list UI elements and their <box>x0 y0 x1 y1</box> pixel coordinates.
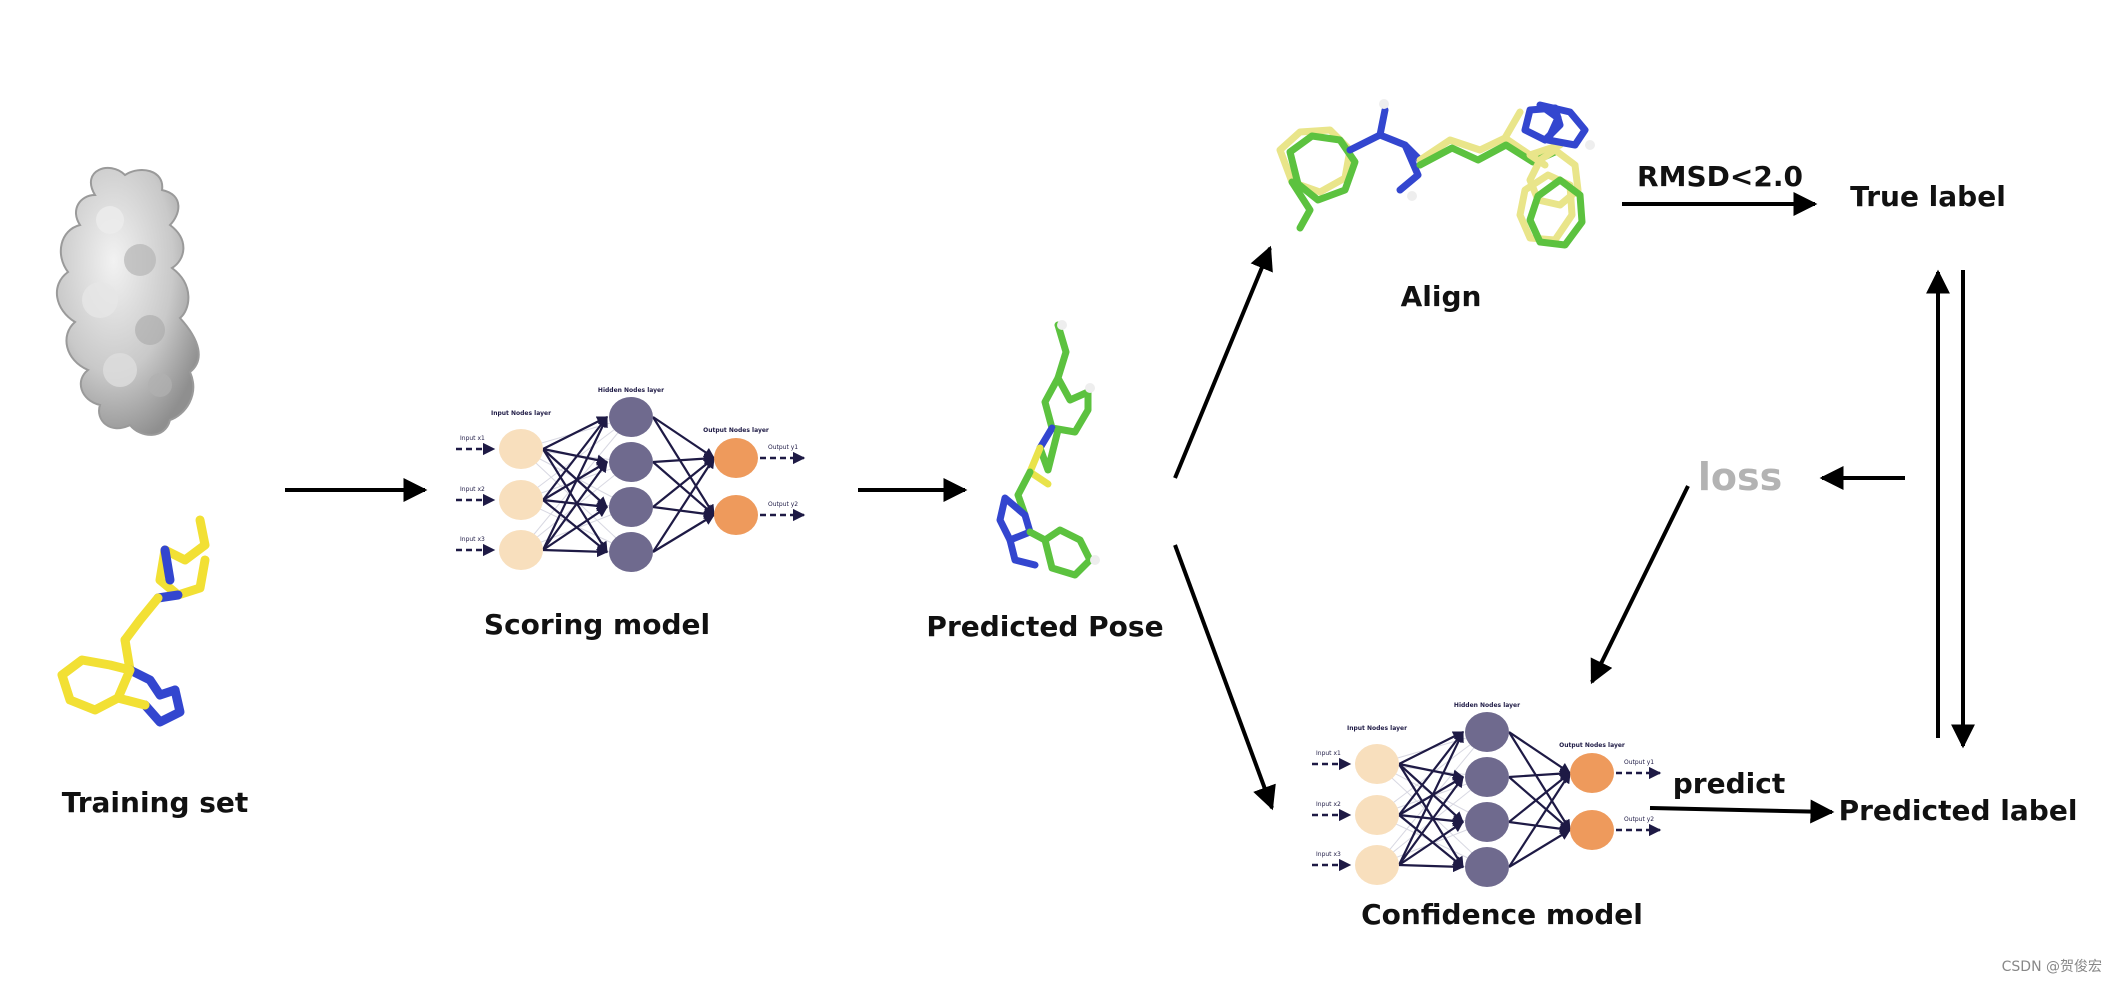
confidence-output-label: Output y1 <box>1624 759 1654 766</box>
confidence-edge <box>1398 731 1464 816</box>
scoring-edge <box>542 506 608 551</box>
confidence-output-node <box>1570 753 1614 793</box>
scoring-input-label: Input x2 <box>460 486 485 493</box>
confidence-layer-title: Hidden Nodes layer <box>1454 702 1520 709</box>
confidence-input-node <box>1355 845 1399 885</box>
confidence-edge <box>1398 731 1464 866</box>
scoring-input-node <box>499 480 543 520</box>
confidence-hidden-node <box>1465 712 1509 752</box>
scoring-input-node <box>499 429 543 469</box>
scoring-hidden-node <box>609 397 653 437</box>
training-ligand-image <box>57 515 210 727</box>
arrow-loss-to-confidence <box>1590 485 1690 685</box>
confidence-model-label: Confidence model <box>1361 898 1643 931</box>
confidence-edge <box>1398 861 1465 873</box>
arrow-pose-to-confidence <box>1173 544 1276 811</box>
arrow-pose-to-align <box>1173 245 1273 479</box>
scoring-output-node <box>714 438 758 478</box>
confidence-edge <box>1398 763 1464 868</box>
scoring-edge <box>542 416 608 501</box>
loss-label: loss <box>1698 455 1782 499</box>
confidence-edge <box>1398 731 1464 765</box>
confidence-edge <box>1508 772 1571 868</box>
confidence-layer-title: Input Nodes layer <box>1347 725 1407 732</box>
confidence-input-label: Input x2 <box>1316 801 1341 808</box>
scoring-input-label: Input x1 <box>460 435 485 442</box>
scoring-output-label: Output y1 <box>768 444 798 451</box>
confidence-model-network: Input x1 Input x2 Input x3 Output y1 Output … <box>1312 702 1662 887</box>
watermark: CSDN @贺俊宏 <box>2001 959 2102 975</box>
scoring-edge <box>652 457 715 508</box>
scoring-edge <box>542 448 608 553</box>
scoring-edge <box>652 461 715 516</box>
confidence-edge <box>1508 820 1572 835</box>
scoring-hidden-node <box>609 532 653 572</box>
scoring-edge <box>542 448 608 508</box>
scoring-edge <box>542 498 609 512</box>
confidence-edge <box>1398 814 1464 868</box>
confidence-input-node <box>1355 795 1399 835</box>
scoring-input-label: Input x3 <box>460 536 485 543</box>
confidence-edge <box>1398 813 1465 827</box>
predict-label: predict <box>1673 767 1785 800</box>
scoring-edge <box>542 447 609 466</box>
confidence-hidden-node <box>1465 847 1509 887</box>
predicted-pose-label: Predicted Pose <box>926 610 1163 643</box>
scoring-edge <box>542 499 608 553</box>
scoring-hidden-node <box>609 487 653 527</box>
confidence-layer-title: Output Nodes layer <box>1559 742 1625 749</box>
scoring-edge <box>652 457 715 553</box>
confidence-output-node <box>1570 810 1614 850</box>
scoring-model-label: Scoring model <box>484 608 710 641</box>
scoring-edge <box>652 514 715 553</box>
scoring-edge <box>542 461 608 551</box>
training-set-label: Training set <box>62 786 249 819</box>
scoring-layer-title: Hidden Nodes layer <box>598 387 664 394</box>
confidence-hidden-node <box>1465 757 1509 797</box>
protein-surface-image <box>55 166 200 436</box>
scoring-edge <box>542 416 608 551</box>
scoring-output-node <box>714 495 758 535</box>
confidence-edge <box>1508 776 1571 831</box>
confidence-input-label: Input x3 <box>1316 851 1341 858</box>
confidence-edge <box>1508 772 1571 823</box>
confidence-output-label: Output y2 <box>1624 816 1654 823</box>
confidence-edge <box>1398 776 1464 866</box>
scoring-hidden-node <box>609 442 653 482</box>
arrow-confidence-to-predicted-label <box>1649 799 1835 824</box>
scoring-edge <box>542 416 608 450</box>
confidence-edge <box>1508 731 1571 831</box>
confidence-edge <box>1508 768 1572 780</box>
scoring-edge <box>652 453 716 465</box>
aligned-ligands-image <box>1276 99 1595 249</box>
scoring-input-node <box>499 530 543 570</box>
confidence-input-node <box>1355 744 1399 784</box>
scoring-model-network: Input x1 Input x2 Input x3 Output y1 Output … <box>456 387 806 572</box>
true-label-node: True label <box>1850 180 2006 213</box>
confidence-hidden-node <box>1465 802 1509 842</box>
confidence-input-label: Input x1 <box>1316 750 1341 757</box>
scoring-output-label: Output y2 <box>768 501 798 508</box>
confidence-edge <box>1398 763 1464 823</box>
confidence-edge <box>1398 762 1465 781</box>
predicted-label-node: Predicted label <box>1839 794 2078 827</box>
align-label: Align <box>1401 280 1482 313</box>
confidence-edge <box>1508 731 1571 774</box>
rmsd-label: RMSD<2.0 <box>1637 160 1803 193</box>
scoring-edge <box>652 416 715 516</box>
predicted-pose-ligand-image <box>996 320 1100 579</box>
scoring-edge <box>542 546 609 558</box>
scoring-layer-title: Input Nodes layer <box>491 410 551 417</box>
confidence-edge <box>1398 821 1464 866</box>
confidence-edge <box>1508 829 1571 868</box>
scoring-layer-title: Output Nodes layer <box>703 427 769 434</box>
scoring-edge <box>652 416 715 459</box>
scoring-edge <box>652 505 716 520</box>
